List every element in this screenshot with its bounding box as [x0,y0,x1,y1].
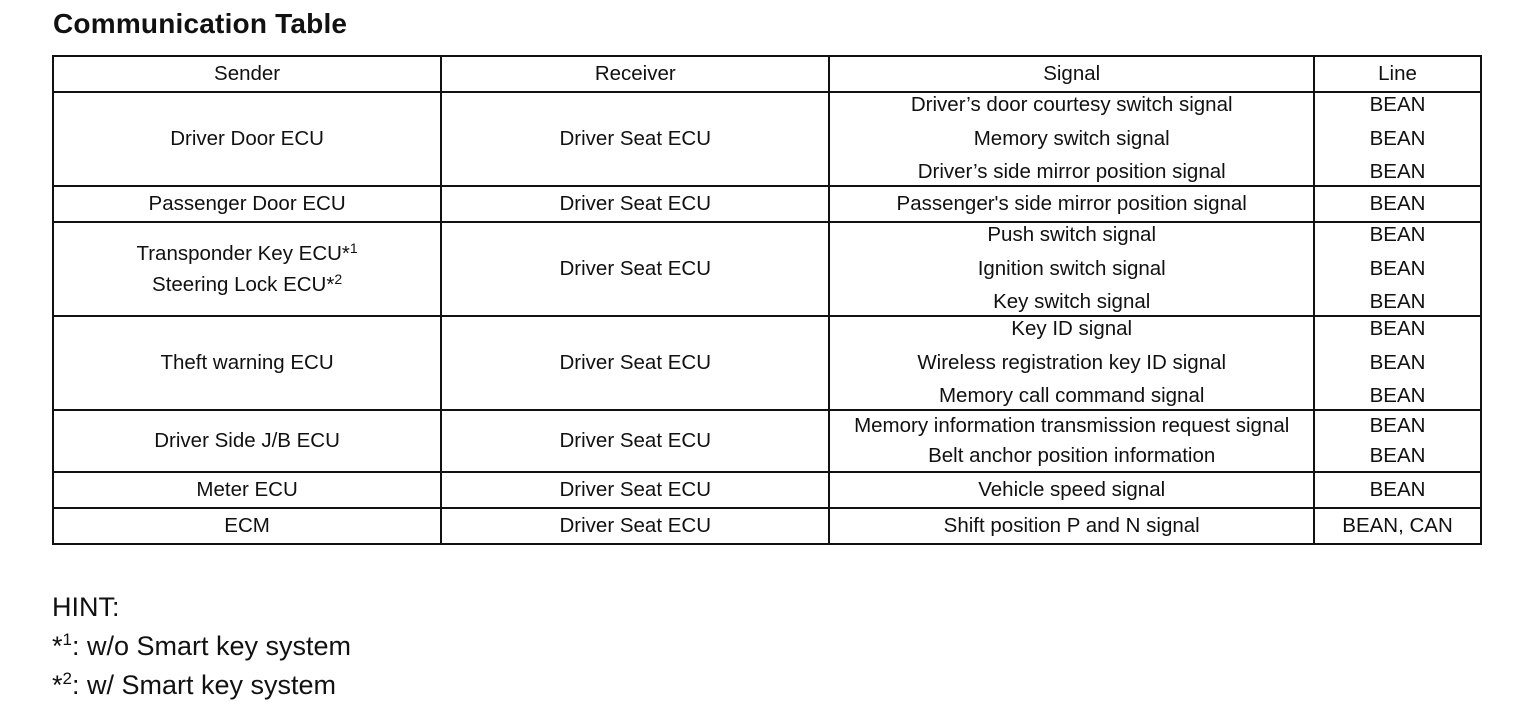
receiver-cell: Driver Seat ECU [440,409,831,473]
line-item: BEAN [1369,160,1426,184]
page-title: Communication Table [53,8,348,39]
table-row: Theft warning ECU Driver Seat ECU Key ID… [51,315,1482,411]
signal-cell: Driver’s door courtesy switch signal Mem… [828,91,1316,187]
footnote-marker: 2 [62,669,72,688]
line-item: BEAN [1369,256,1426,280]
line-cell: BEAN BEAN BEAN [1313,315,1482,411]
sender-cell: Theft warning ECU [51,315,443,411]
signal-item: Memory call command signal [938,384,1205,408]
header-receiver: Receiver [440,55,831,93]
hint-note: *2: w/ Smart key system [52,669,337,700]
receiver-cell: Driver Seat ECU [440,507,831,545]
signal-item: Driver’s door courtesy switch signal [910,93,1233,116]
line-cell: BEAN BEAN [1313,409,1482,473]
signal-item: Passenger's side mirror position signal [896,191,1247,215]
signal-cell: Vehicle speed signal [828,471,1316,509]
line-item: BEAN, CAN [1342,513,1453,537]
sender-line: Steering Lock ECU*2 [152,271,343,296]
line-item: BEAN [1369,93,1426,116]
header-line: Line [1313,55,1482,93]
signal-cell: Key ID signal Wireless registration key … [828,315,1316,411]
footnote-marker: 2 [334,271,343,287]
receiver-cell: Driver Seat ECU [440,315,831,411]
hint-section: HINT: *1: w/o Smart key system *2: w/ Sm… [52,588,351,705]
line-cell: BEAN [1313,471,1482,509]
line-item: BEAN [1369,126,1426,150]
communication-table: Sender Receiver Signal Line Driver Door … [51,55,1482,545]
signal-item: Vehicle speed signal [978,477,1166,501]
signal-item: Wireless registration key ID signal [917,350,1227,374]
header-sender: Sender [51,55,443,93]
line-item: BEAN [1369,350,1426,374]
table-row: Passenger Door ECU Driver Seat ECU Passe… [51,185,1482,223]
footnote-marker: 1 [62,630,72,649]
signal-cell: Push switch signal Ignition switch signa… [828,221,1316,317]
hint-note: *1: w/o Smart key system [52,630,352,661]
line-cell: BEAN BEAN BEAN [1313,91,1482,187]
table-row: ECM Driver Seat ECU Shift position P and… [51,507,1482,545]
footnote-marker: 1 [349,240,358,257]
line-item: BEAN [1369,191,1426,215]
header-signal: Signal [828,55,1316,93]
sender-cell: Transponder Key ECU*1 Steering Lock ECU*… [51,221,443,317]
signal-item: Memory switch signal [973,126,1170,150]
hint-label: HINT: [52,592,120,622]
sender-cell: Passenger Door ECU [51,185,443,223]
line-item: BEAN [1369,384,1426,408]
table-row: Driver Side J/B ECU Driver Seat ECU Memo… [51,409,1482,473]
signal-item: Key switch signal [993,290,1151,314]
line-cell: BEAN BEAN BEAN [1313,221,1482,317]
sender-cell: ECM [51,507,443,545]
receiver-cell: Driver Seat ECU [440,221,831,317]
line-item: BEAN [1369,223,1426,246]
line-item: BEAN [1369,477,1426,501]
signal-item: Key ID signal [1011,317,1133,340]
line-item: BEAN [1369,413,1426,437]
signal-cell: Passenger's side mirror position signal [828,185,1316,223]
table-row: Meter ECU Driver Seat ECU Vehicle speed … [51,471,1482,509]
receiver-cell: Driver Seat ECU [440,471,831,509]
sender-cell: Driver Side J/B ECU [51,409,443,473]
line-cell: BEAN [1313,185,1482,223]
line-item: BEAN [1369,317,1426,340]
sender-cell: Driver Door ECU [51,91,443,187]
signal-cell: Memory information transmission request … [828,409,1316,473]
table-header-row: Sender Receiver Signal Line [51,55,1482,93]
line-cell: BEAN, CAN [1313,507,1482,545]
receiver-cell: Driver Seat ECU [440,185,831,223]
sender-cell: Meter ECU [51,471,443,509]
receiver-cell: Driver Seat ECU [440,91,831,187]
sender-line: Transponder Key ECU*1 [136,240,358,266]
signal-item: Ignition switch signal [977,256,1166,280]
signal-item: Driver’s side mirror position signal [917,160,1226,184]
signal-item: Push switch signal [987,223,1157,246]
line-item: BEAN [1369,290,1426,314]
signal-cell: Shift position P and N signal [828,507,1316,545]
signal-item: Belt anchor position information [928,443,1216,467]
table-row: Transponder Key ECU*1 Steering Lock ECU*… [51,221,1482,317]
signal-item: Shift position P and N signal [943,513,1200,537]
table-row: Driver Door ECU Driver Seat ECU Driver’s… [51,91,1482,187]
line-item: BEAN [1369,443,1426,467]
signal-item: Memory information transmission request … [854,413,1290,437]
